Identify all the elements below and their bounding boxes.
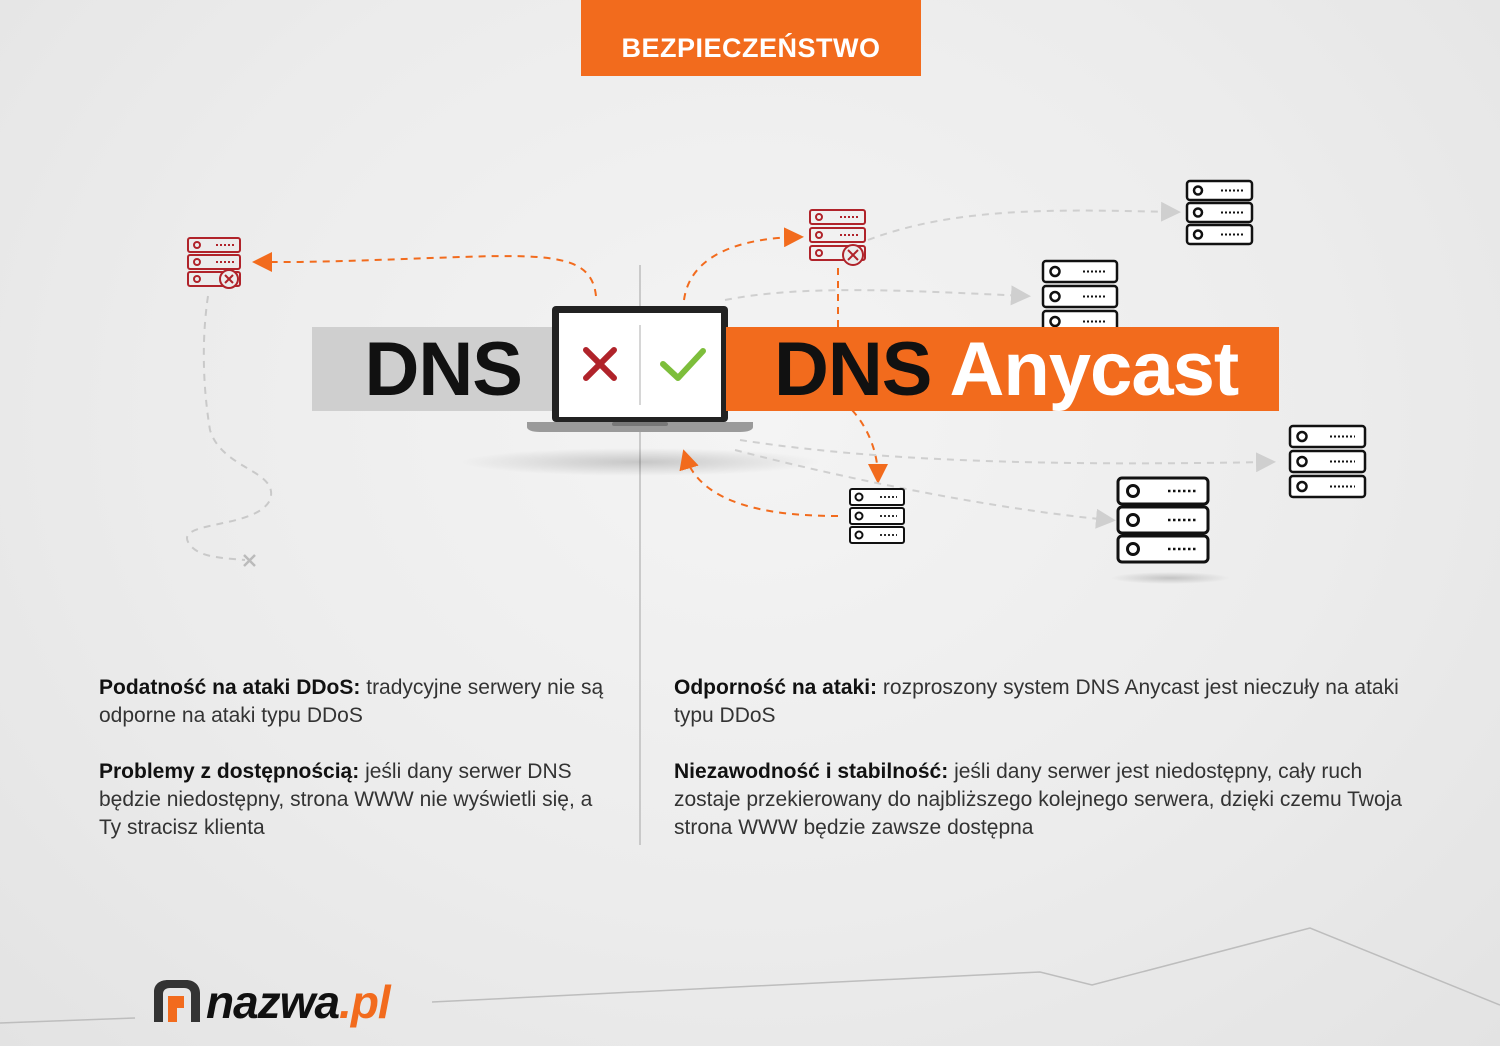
server-icon: [1288, 424, 1367, 499]
server-icon: [1116, 476, 1210, 564]
drawback-availability: Problemy z dostępnością: jeśli dany serw…: [99, 758, 619, 842]
server-icon: [1041, 259, 1119, 334]
category-tag: BEZPIECZEŃSTWO: [581, 0, 921, 76]
benefit-resistance-title: Odporność na ataki:: [674, 676, 878, 699]
dns-drawbacks-column: Podatność na ataki DDoS: tradycyjne serw…: [99, 674, 619, 842]
response-arrow: [679, 449, 839, 517]
dns-label-band: DNS: [312, 326, 552, 412]
anycast-word-label: Anycast: [949, 326, 1239, 412]
cross-icon: [583, 347, 617, 381]
brand-logo[interactable]: nazwa.pl: [148, 972, 391, 1032]
gray-route-2: [724, 285, 1031, 306]
benefit-reliability-text: jeśli dany serwer jest niedostępny, cały…: [674, 760, 1402, 839]
drawback-ddos: Podatność na ataki DDoS: tradycyjne serw…: [99, 674, 619, 730]
benefit-reliability-title: Niezawodność i stabilność:: [674, 760, 949, 783]
benefit-resistance-text: rozproszony system DNS Anycast jest niec…: [674, 676, 1399, 727]
gray-route-1: [867, 201, 1181, 241]
reroute-down-arrow: [837, 268, 878, 478]
anycast-dns-label: DNS: [774, 326, 932, 412]
logo-tld: .pl: [339, 976, 391, 1028]
decor-line: [0, 1017, 136, 1024]
logo-text: nazwa.pl: [206, 975, 391, 1029]
category-label: BEZPIECZEŃSTWO: [621, 32, 881, 63]
laptop-shadow: [460, 448, 820, 476]
benefit-reliability: Niezawodność i stabilność: jeśli dany se…: [674, 758, 1414, 842]
anycast-benefits-column: Odporność na ataki: rozproszony system D…: [674, 674, 1414, 842]
failed-server-icon: [187, 237, 241, 289]
drawback-availability-text: jeśli dany serwer DNS będzie niedostępny…: [99, 760, 593, 839]
drawback-ddos-title: Podatność na ataki DDoS:: [99, 676, 361, 699]
laptop-icon: [527, 306, 753, 432]
decor-line: [431, 927, 1500, 1006]
gray-route-3: [739, 439, 1276, 473]
lost-x-icon: [243, 554, 256, 567]
arrow-to-failed-anycast-server: [683, 227, 804, 301]
server-shadow: [1110, 572, 1230, 584]
check-icon: [660, 348, 706, 381]
server-icon: [849, 488, 905, 544]
anycast-label-band: DNS Anycast: [726, 326, 1279, 412]
logo-name: nazwa: [206, 976, 340, 1028]
drawback-availability-title: Problemy z dostępnością:: [99, 760, 360, 783]
server-icon: [1185, 179, 1254, 246]
failed-route-path: [186, 295, 273, 561]
dns-label: DNS: [364, 326, 523, 412]
arrow-to-failed-server: [252, 252, 597, 297]
benefit-resistance: Odporność na ataki: rozproszony system D…: [674, 674, 1414, 730]
logo-icon: [154, 980, 200, 1022]
drawback-ddos-text: tradycyjne serwery nie są odporne na ata…: [99, 676, 604, 727]
failed-anycast-server-icon: [809, 209, 866, 266]
